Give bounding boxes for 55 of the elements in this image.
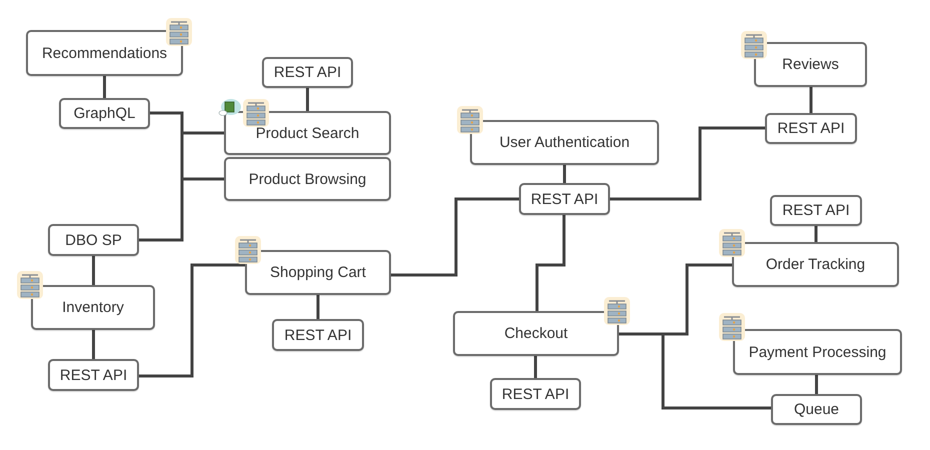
- service-label: REST API: [530, 190, 598, 208]
- service-label: REST API: [782, 202, 850, 219]
- service-box: [770, 195, 862, 226]
- service-box: [519, 183, 610, 215]
- service-label: Checkout: [504, 325, 568, 342]
- connector-line: [92, 256, 95, 285]
- connector-line: [306, 88, 309, 111]
- service-box: [765, 113, 857, 144]
- connector-line: [534, 356, 537, 378]
- connector-line: [814, 226, 818, 242]
- connector-line: [316, 295, 320, 319]
- connector-line: [815, 375, 818, 394]
- connector-line: [610, 126, 765, 200]
- connector-line: [92, 330, 95, 359]
- service-label: REST API: [274, 64, 342, 81]
- service-label: REST API: [284, 326, 352, 344]
- service-label: Payment Processing: [748, 344, 886, 360]
- connector-line: [619, 332, 771, 410]
- service-label: Product Browsing: [248, 170, 366, 188]
- service-box: [453, 311, 619, 356]
- service-box: [48, 359, 139, 391]
- connector-line: [139, 264, 245, 378]
- connector-line: [391, 198, 519, 276]
- service-label: DBO SP: [65, 232, 122, 248]
- service-label: REST API: [60, 366, 128, 384]
- connector-line: [563, 165, 566, 183]
- service-box: [732, 242, 899, 287]
- service-label: Product Search: [256, 124, 360, 142]
- service-label: GraphQL: [74, 105, 136, 122]
- service-box: [272, 319, 364, 351]
- connector-line: [810, 87, 812, 113]
- service-label: REST API: [502, 386, 570, 402]
- service-label: User Authentication: [499, 134, 630, 151]
- service-box: [48, 224, 139, 256]
- service-box: [224, 157, 391, 201]
- service-label: Order Tracking: [766, 256, 866, 273]
- service-label: Queue: [794, 401, 840, 418]
- service-box: [245, 250, 391, 295]
- service-box: [733, 329, 902, 375]
- service-label: REST API: [777, 120, 845, 137]
- service-label: Shopping Cart: [270, 264, 366, 281]
- service-box: [771, 394, 862, 425]
- service-box: [224, 111, 391, 155]
- service-box: [26, 30, 183, 76]
- service-label: Recommendations: [42, 44, 168, 62]
- connector-line: [536, 215, 566, 311]
- connector-line: [103, 76, 106, 98]
- service-box: [31, 285, 155, 330]
- service-box: [262, 57, 353, 88]
- service-box: [490, 378, 581, 410]
- service-box: [59, 98, 150, 129]
- service-label: Inventory: [62, 299, 124, 316]
- service-label: Reviews: [782, 56, 839, 73]
- service-box: [470, 120, 659, 165]
- service-box: [754, 42, 867, 87]
